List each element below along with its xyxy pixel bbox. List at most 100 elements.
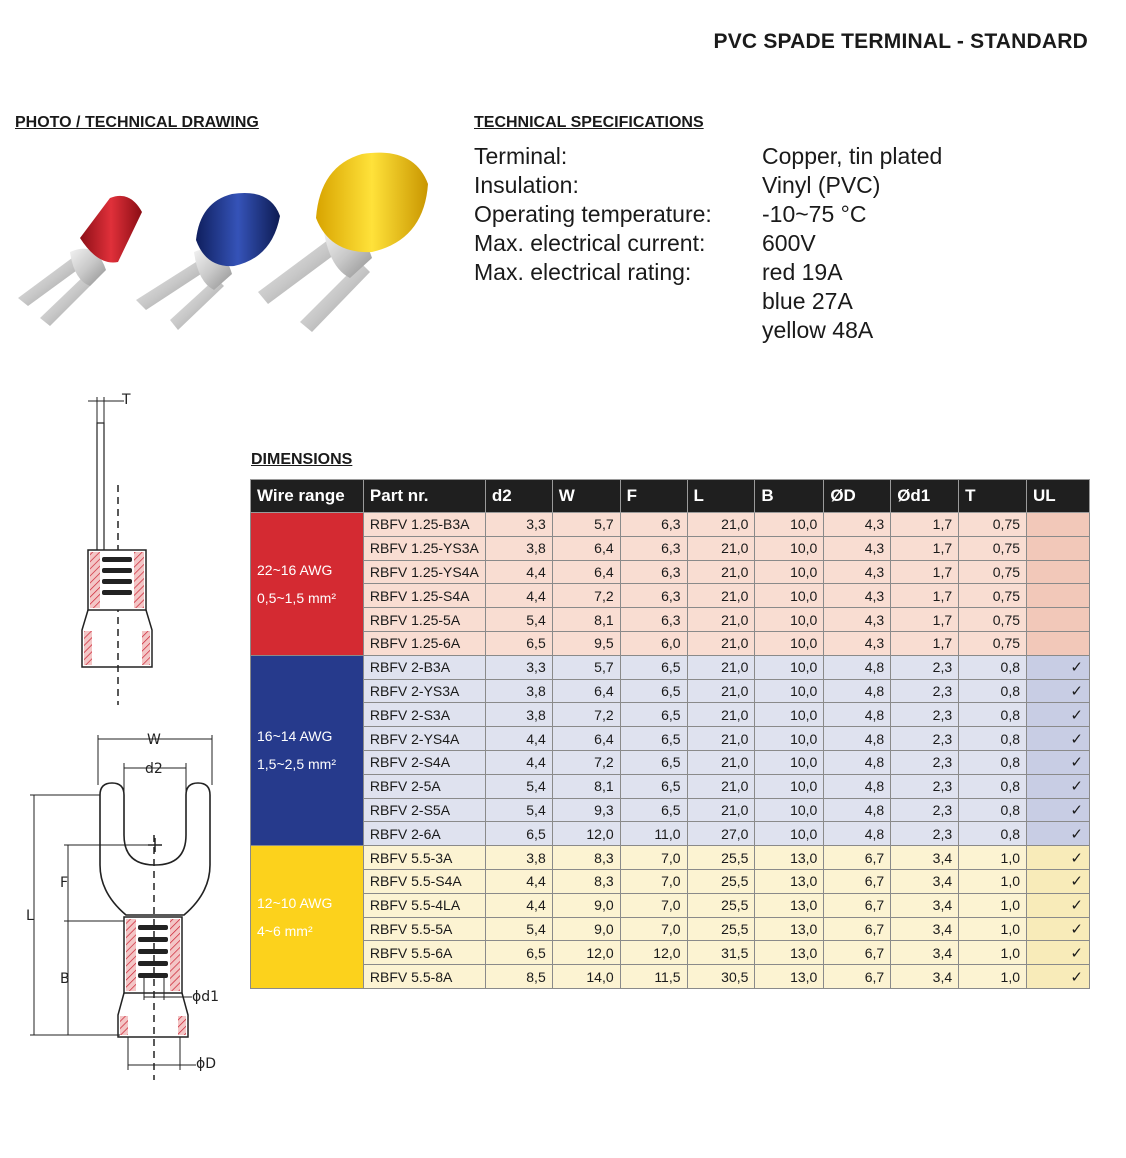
label-F: F	[60, 875, 68, 891]
spec-label: Operating temperature:	[474, 201, 712, 227]
column-header: B	[754, 479, 825, 513]
dimension-cell: 6,5	[484, 630, 553, 656]
part-number-cell: RBFV 5.5-3A	[362, 845, 486, 870]
ul-cell	[1026, 630, 1090, 656]
dimension-cell: 21,0	[686, 607, 756, 632]
page-title: PVC SPADE TERMINAL - STANDARD	[713, 30, 1088, 53]
dimension-cell: 9,0	[551, 892, 621, 918]
part-number-cell: RBFV 2-6A	[362, 821, 486, 847]
dimension-cell: 4,8	[823, 797, 892, 823]
part-number-cell: RBFV 5.5-S4A	[362, 868, 486, 894]
dimension-cell: 3,3	[484, 654, 553, 680]
dimension-cell: 21,0	[686, 535, 756, 561]
dimension-cell: 21,0	[686, 559, 756, 585]
dimension-cell: 21,0	[686, 512, 756, 537]
dimension-cell: 0,8	[958, 726, 1028, 751]
wire-mm2: 4~6 mm²	[257, 923, 313, 940]
ul-cell: ✓	[1026, 773, 1090, 799]
dimension-cell: 4,4	[484, 868, 553, 894]
dimension-cell: 6,3	[619, 583, 688, 609]
dimension-cell: 10,0	[754, 678, 825, 704]
dimension-cell: 10,0	[754, 821, 825, 847]
label-D: ϕD	[196, 1056, 216, 1072]
dimension-cell: 2,3	[890, 821, 960, 847]
spec-row: Operating temperature:-10~75 °C	[474, 200, 942, 229]
dimension-cell: 25,5	[686, 892, 756, 918]
dimension-cell: 21,0	[686, 654, 756, 680]
spec-value: red 19A	[762, 259, 843, 285]
part-number-cell: RBFV 2-YS4A	[362, 726, 486, 751]
part-number-cell: RBFV 1.25-5A	[362, 607, 486, 632]
dimension-cell: 1,7	[890, 607, 960, 632]
part-number-cell: RBFV 2-S5A	[362, 797, 486, 823]
dimension-cell: 4,3	[823, 559, 892, 585]
dimension-cell: 6,3	[619, 535, 688, 561]
dimension-cell: 8,3	[551, 845, 621, 870]
spec-row: Terminal:Copper, tin plated	[474, 142, 942, 171]
part-number-cell: RBFV 1.25-YS3A	[362, 535, 486, 561]
ul-cell: ✓	[1026, 797, 1090, 823]
product-photo	[18, 152, 428, 332]
dimension-cell: 0,75	[958, 535, 1028, 561]
dimension-cell: 3,4	[890, 964, 960, 989]
dimension-cell: 9,0	[551, 916, 621, 942]
dimension-cell: 0,8	[958, 749, 1028, 775]
label-d2: d2	[145, 761, 163, 777]
dimension-cell: 3,4	[890, 868, 960, 894]
front-view-drawing: W d2 F L B ϕd1 ϕD	[26, 732, 219, 1080]
dimension-cell: 0,8	[958, 678, 1028, 704]
dimension-cell: 12,0	[551, 821, 621, 847]
dimension-cell: 21,0	[686, 702, 756, 728]
spec-label: Terminal:	[474, 143, 568, 169]
dimension-cell: 13,0	[754, 845, 825, 870]
red-terminal	[18, 195, 142, 326]
dimension-cell: 1,0	[958, 916, 1028, 942]
spec-values: 600V	[762, 229, 816, 258]
dimension-cell: 10,0	[754, 749, 825, 775]
dimension-cell: 12,0	[551, 940, 621, 966]
dimension-cell: 6,7	[823, 845, 892, 870]
dimension-cell: 21,0	[686, 583, 756, 609]
dimension-cell: 5,4	[484, 916, 553, 942]
side-view-drawing: T	[81, 392, 153, 705]
label-T: T	[121, 392, 131, 408]
dimension-cell: 6,0	[619, 630, 688, 656]
dimension-cell: 3,8	[484, 535, 553, 561]
dimension-cell: 6,5	[619, 678, 688, 704]
column-header: W	[551, 479, 621, 513]
dimension-cell: 1,0	[958, 892, 1028, 918]
dimension-cell: 4,4	[484, 559, 553, 585]
ul-cell	[1026, 535, 1090, 561]
wire-awg: 22~16 AWG	[257, 561, 333, 578]
spec-value: 600V	[762, 230, 816, 256]
dimension-cell: 10,0	[754, 512, 825, 537]
dimension-cell: 5,4	[484, 607, 553, 632]
dimension-cell: 2,3	[890, 797, 960, 823]
dimension-cell: 11,0	[619, 821, 688, 847]
column-header: d2	[484, 479, 553, 513]
specs-heading: TECHNICAL SPECIFICATIONS	[474, 114, 704, 131]
dimension-cell: 4,3	[823, 630, 892, 656]
dimension-cell: 8,1	[551, 773, 621, 799]
dimension-cell: 31,5	[686, 940, 756, 966]
dimension-cell: 4,4	[484, 749, 553, 775]
dimension-cell: 30,5	[686, 964, 756, 989]
dimension-cell: 0,8	[958, 797, 1028, 823]
dimension-cell: 7,0	[619, 892, 688, 918]
dimension-cell: 10,0	[754, 773, 825, 799]
dimension-cell: 7,2	[551, 583, 621, 609]
dimension-cell: 4,3	[823, 583, 892, 609]
dimension-cell: 10,0	[754, 559, 825, 585]
dimension-cell: 3,4	[890, 845, 960, 870]
dimension-cell: 10,0	[754, 535, 825, 561]
dimension-cell: 2,3	[890, 678, 960, 704]
part-number-cell: RBFV 5.5-4LA	[362, 892, 486, 918]
dimension-cell: 10,0	[754, 607, 825, 632]
